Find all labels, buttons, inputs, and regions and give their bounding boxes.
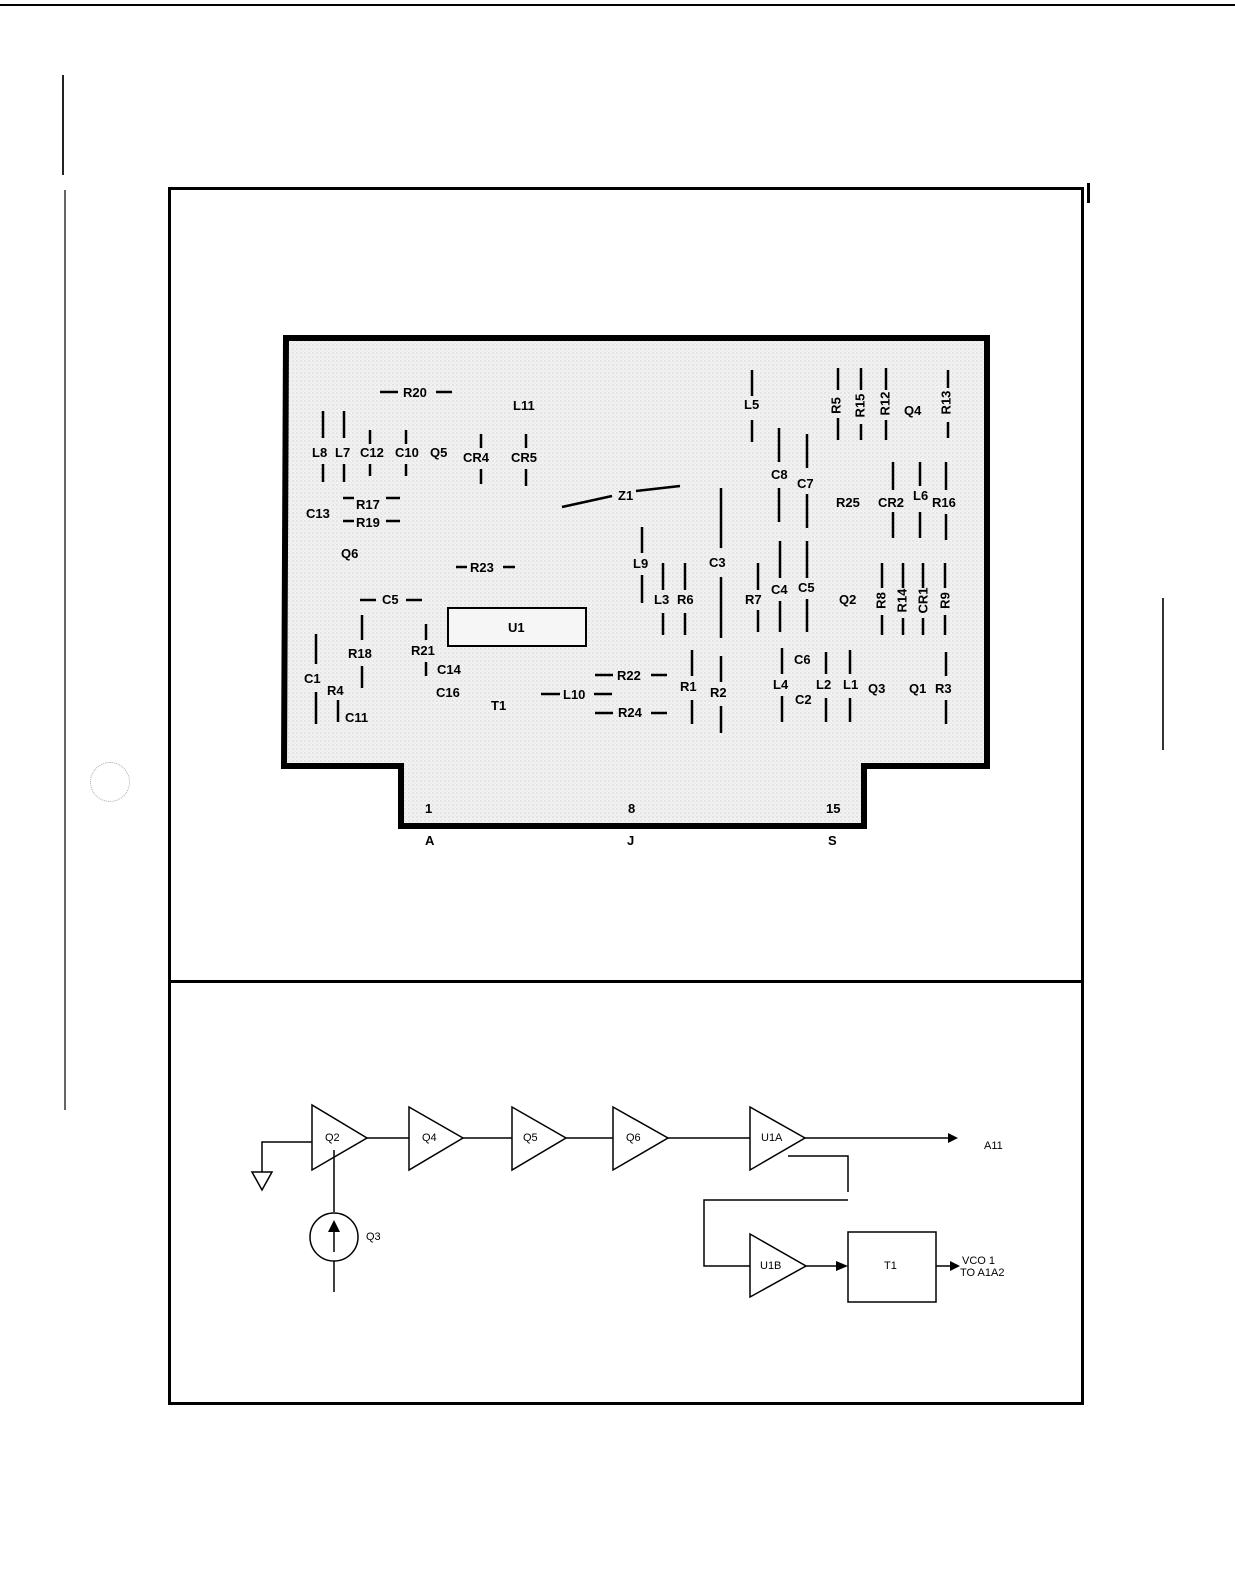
amp-u1a-label: U1A xyxy=(761,1133,782,1144)
output-vco-line2: TO A1A2 xyxy=(960,1268,1004,1279)
current-source-q3-label: Q3 xyxy=(366,1232,381,1243)
output-vco-line1: VCO 1 xyxy=(962,1256,995,1267)
amp-q6-label: Q6 xyxy=(626,1133,641,1144)
amp-q4-label: Q4 xyxy=(422,1133,437,1144)
output-a11-label: A11 xyxy=(984,1141,1003,1152)
ground-wire xyxy=(262,1142,312,1172)
arrow-u1b-t1-icon xyxy=(836,1261,848,1271)
wire-to-u1b xyxy=(704,1200,848,1266)
wire-u1a-feed xyxy=(788,1156,848,1192)
amp-q2-label: Q2 xyxy=(325,1133,340,1144)
arrow-a11-icon xyxy=(948,1133,958,1143)
ground-icon xyxy=(252,1172,272,1190)
transformer-t1-label: T1 xyxy=(884,1261,897,1272)
amp-q5-label: Q5 xyxy=(523,1133,538,1144)
arrow-vco-icon xyxy=(950,1261,960,1271)
amp-q5-symbol xyxy=(512,1107,566,1170)
amp-u1b-label: U1B xyxy=(760,1261,781,1272)
